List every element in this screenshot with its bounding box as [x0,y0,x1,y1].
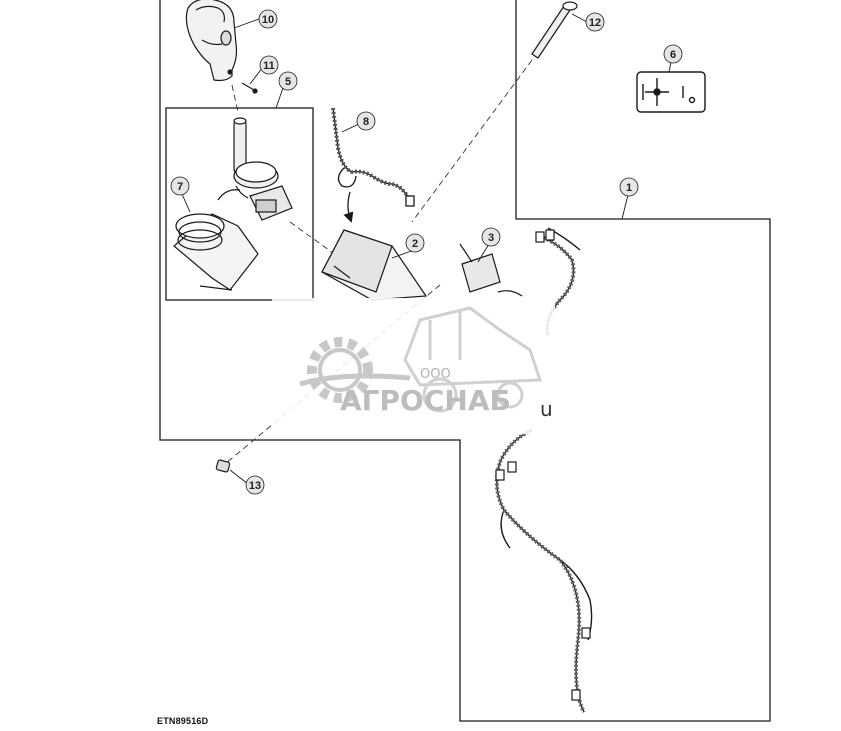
callout-1: 1 [619,177,639,197]
callout-5: 5 [278,71,298,91]
svg-text:7: 7 [177,181,183,193]
svg-text:u: u [540,397,553,421]
bolt-part [531,1,578,59]
callout-2: 2 [405,233,425,253]
svg-text:12: 12 [589,17,601,29]
nut-part [215,459,231,473]
subassembly-box [165,107,314,301]
joystick-handle-part [185,0,238,82]
svg-text:1: 1 [626,182,632,194]
leader-lines [181,13,672,485]
svg-text:3: 3 [488,232,494,244]
svg-text:11: 11 [263,60,275,72]
callout-12: 12 [585,12,605,32]
callout-11: 11 [259,55,279,75]
callout-10: 10 [258,9,278,29]
callout-13: 13 [245,475,265,495]
svg-text:ООО: ООО [420,367,451,382]
callout-7: 7 [170,176,190,196]
callout-3: 3 [481,227,501,247]
callouts: 10 11 5 8 7 2 3 6 [170,9,683,495]
figure-id: ETN89516D [157,716,209,726]
svg-text:2: 2 [412,238,418,250]
svg-text:8: 8 [363,116,369,128]
boot-part [173,189,259,291]
assembly-lines [224,59,533,465]
callout-8: 8 [356,111,376,131]
svg-text:10: 10 [262,14,274,26]
main-outline [159,0,771,722]
switch-part [459,243,523,297]
callout-6: 6 [663,44,683,64]
watermark: ООО АГРОСНАБ u [272,298,555,434]
svg-text:АГРОСНАБ: АГРОСНАБ [340,384,511,417]
shaft-assembly-part [233,117,293,221]
combine-icon [403,306,543,413]
decal-part [636,71,706,113]
control-module-part [321,229,428,301]
gear-icon [307,337,373,403]
coiled-cable-part [331,107,415,223]
svg-text:5: 5 [285,76,291,88]
svg-text:6: 6 [670,49,676,61]
svg-text:13: 13 [249,480,261,492]
screw-part [241,82,258,94]
